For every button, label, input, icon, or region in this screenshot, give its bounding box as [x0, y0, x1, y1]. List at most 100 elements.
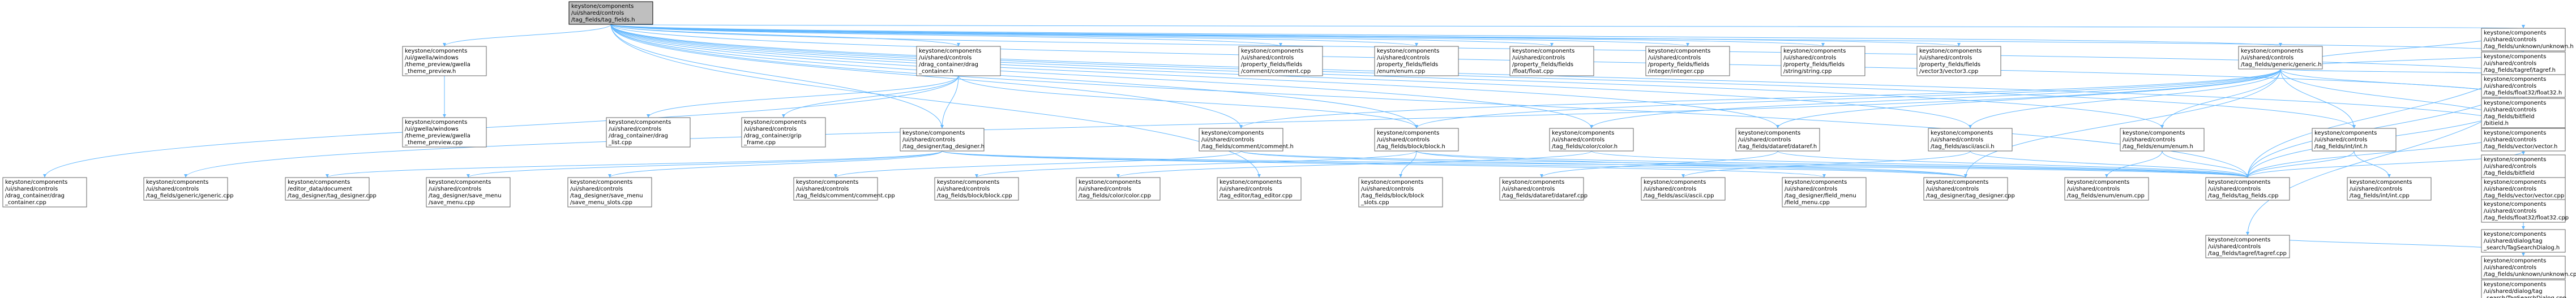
- graph-node-tag-editor-cpp[interactable]: keystone/components/ui/shared/controls/t…: [1217, 177, 1302, 201]
- edge-generic-h-to-tag-designer-cpp: [1965, 68, 2281, 178]
- graph-node-tag-fields-cpp[interactable]: keystone/components/ui/shared/controls/t…: [2205, 177, 2290, 201]
- graph-node-enum-h[interactable]: keystone/components/ui/shared/controls/t…: [2120, 128, 2205, 152]
- graph-node-ascii-cpp[interactable]: keystone/components/ui/shared/controls/t…: [1641, 177, 1726, 201]
- graph-node-enum-cpp-pf[interactable]: keystone/components/ui/shared/controls/p…: [1374, 46, 1459, 76]
- edge-root-to-enum-cpp-pf: [610, 24, 1417, 47]
- edge-root-to-int-h: [610, 24, 2355, 129]
- graph-node-tagref-cpp[interactable]: keystone/components/ui/shared/controls/t…: [2205, 235, 2290, 258]
- graph-node-tag-designer-cpp[interactable]: keystone/components/ui/shared/controls/t…: [1923, 177, 2015, 201]
- node-label-line: /ui/shared/controls: [1738, 137, 1791, 143]
- graph-node-comment-cpp-pf[interactable]: keystone/components/ui/shared/controls/p…: [1238, 46, 1323, 76]
- graph-node-editor-data-cpp[interactable]: keystone/components/editor_data/document…: [285, 177, 376, 201]
- graph-node-integer-cpp-pf[interactable]: keystone/components/ui/shared/controls/p…: [1645, 46, 1730, 76]
- node-label-line: /ui/shared/controls: [2484, 61, 2536, 67]
- edge-arrowhead: [184, 174, 187, 178]
- node-box: [1549, 128, 1634, 152]
- node-label-line: /integer/integer.cpp: [1648, 68, 1704, 75]
- graph-node-save-menu-slots-cpp[interactable]: keystone/components/ui/shared/controls/t…: [567, 177, 652, 208]
- graph-node-vector3-cpp-pf[interactable]: keystone/components/ui/shared/controls/p…: [1916, 46, 2001, 76]
- node-label-line: /tag_designer/tag_designer.cpp: [1926, 193, 2015, 199]
- graph-node-bitfield-h[interactable]: keystone/components/ui/shared/controls/t…: [2481, 98, 2566, 128]
- graph-node-tagref-h[interactable]: keystone/components/ui/shared/controls/t…: [2481, 51, 2566, 75]
- graph-node-tag-search-dialog-cpp[interactable]: keystone/components/ui/shared/dialog/tag…: [2481, 279, 2566, 298]
- node-box: [1916, 46, 2001, 76]
- node-box: [1923, 177, 2008, 201]
- graph-node-field-menu-cpp[interactable]: keystone/components/ui/shared/controls/t…: [1782, 177, 1867, 208]
- edge-root-to-vector-h: [610, 24, 2524, 129]
- node-box: [1238, 46, 1323, 76]
- graph-node-dataref-cpp[interactable]: keystone/components/ui/shared/controls/t…: [1499, 177, 1587, 201]
- node-label-line: /tag_designer/tag_designer.cpp: [288, 193, 376, 199]
- graph-node-ascii-h[interactable]: keystone/components/ui/shared/controls/t…: [1928, 128, 2013, 152]
- graph-node-int-cpp[interactable]: keystone/components/ui/shared/controls/t…: [2347, 177, 2432, 201]
- graph-node-save-menu-cpp[interactable]: keystone/components/ui/shared/controls/t…: [426, 177, 511, 208]
- graph-node-generic-h[interactable]: keystone/components/ui/shared/controls/t…: [2238, 46, 2323, 70]
- edge-generic-h-to-comment-h: [1240, 68, 2281, 129]
- node-box: [1374, 46, 1459, 76]
- node-label-line: keystone/components: [1201, 130, 1264, 136]
- graph-node-generic-cpp[interactable]: keystone/components/ui/shared/controls/t…: [143, 177, 233, 201]
- graph-node-enum-cpp[interactable]: keystone/components/ui/shared/controls/t…: [2064, 177, 2149, 201]
- edge-arrowhead: [1681, 174, 1685, 178]
- node-label-line: _theme_preview.cpp: [404, 140, 463, 146]
- node-box: [1928, 128, 2013, 152]
- graph-node-color-h[interactable]: keystone/components/ui/shared/controls/t…: [1549, 128, 1634, 152]
- graph-node-block-slots-cpp[interactable]: keystone/components/ui/shared/controls/t…: [1358, 177, 1443, 208]
- node-label-line: _container.cpp: [5, 200, 46, 206]
- graph-node-drag-container-cpp[interactable]: keystone/components/ui/shared/controls/d…: [2, 177, 87, 208]
- graph-node-float32-cpp[interactable]: keystone/components/ui/shared/controls/t…: [2481, 199, 2569, 223]
- graph-node-block-h[interactable]: keystone/components/ui/shared/controls/t…: [1374, 128, 1459, 152]
- graph-node-drag-container-h[interactable]: keystone/components/ui/shared/controls/d…: [916, 46, 1001, 76]
- graph-node-tag-designer-h[interactable]: keystone/components/ui/shared/controls/t…: [900, 128, 985, 152]
- node-label-line: /save_menu.cpp: [429, 200, 475, 206]
- node-box: [2481, 28, 2566, 51]
- node-box: [402, 46, 487, 76]
- graph-node-comment-cpp[interactable]: keystone/components/ui/shared/controls/t…: [793, 177, 895, 201]
- graph-node-tag-search-dialog-h[interactable]: keystone/components/ui/shared/dialog/tag…: [2481, 229, 2566, 253]
- node-label-line: /tag_fields/dataref/dataref.cpp: [1502, 193, 1587, 199]
- graph-node-dataref-h[interactable]: keystone/components/ui/shared/controls/t…: [1735, 128, 1820, 152]
- node-box: [606, 117, 691, 148]
- node-label-line: /tag_fields/block/block: [1361, 193, 1424, 199]
- node-box: [1076, 177, 1161, 201]
- node-label-line: keystone/components: [2484, 130, 2546, 136]
- graph-node-theme-preview-cpp[interactable]: keystone/components/ui/gwella/windows/th…: [402, 117, 487, 148]
- graph-node-vector-cpp[interactable]: keystone/components/ui/shared/controls/t…: [2481, 177, 2566, 201]
- node-label-line: /ui/shared/controls: [2067, 186, 2120, 192]
- graph-node-color-cpp[interactable]: keystone/components/ui/shared/controls/t…: [1076, 177, 1161, 201]
- node-label-line: /ui/shared/controls: [1919, 55, 1972, 61]
- edge-arrowhead: [1116, 174, 1120, 178]
- node-label-line: /theme_preview/gwella: [405, 62, 470, 68]
- node-label-line: keystone/components: [1785, 179, 1847, 185]
- edge-root-to-comment-h: [610, 24, 1242, 129]
- node-box: [2120, 128, 2205, 152]
- node-box: [1735, 128, 1820, 152]
- graph-node-drag-frame-cpp[interactable]: keystone/components/ui/shared/controls/d…: [741, 117, 826, 148]
- graph-node-root[interactable]: keystone/components/ui/shared/controls/t…: [568, 1, 653, 25]
- node-label-line: keystone/components: [570, 179, 632, 185]
- node-label-line: keystone/components: [2067, 179, 2129, 185]
- graph-node-vector-h[interactable]: keystone/components/ui/shared/controls/t…: [2481, 128, 2566, 152]
- node-label-line: /tag_fields/bitfield: [2484, 170, 2535, 176]
- graph-node-block-cpp[interactable]: keystone/components/ui/shared/controls/t…: [934, 177, 1019, 201]
- edge-drag-container-h-to-drag-list-cpp: [648, 75, 959, 118]
- graph-node-int-h[interactable]: keystone/components/ui/shared/controls/t…: [2312, 128, 2397, 152]
- edge-drag-container-h-to-drag-frame-cpp: [783, 75, 959, 118]
- node-box: [2481, 98, 2566, 128]
- edge-arrowhead: [2105, 174, 2108, 178]
- edge-arrowhead: [782, 114, 785, 118]
- graph-node-float-cpp-pf[interactable]: keystone/components/ui/shared/controls/p…: [1509, 46, 1594, 76]
- graph-node-string-cpp-pf[interactable]: keystone/components/ui/shared/controls/p…: [1781, 46, 1865, 76]
- node-label-line: /bitield.h: [2484, 120, 2509, 127]
- edge-color-h-to-color-cpp: [1118, 150, 1592, 178]
- graph-node-float32-h[interactable]: keystone/components/ui/shared/controls/t…: [2481, 74, 2566, 98]
- graph-node-drag-list-cpp[interactable]: keystone/components/ui/shared/controls/d…: [606, 117, 691, 148]
- edge-root-to-tagref-h: [610, 24, 2524, 53]
- graph-node-theme-preview-h[interactable]: keystone/components/ui/gwella/windows/th…: [402, 46, 487, 76]
- graph-node-unknown-h[interactable]: keystone/components/ui/shared/controls/t…: [2481, 28, 2574, 51]
- graph-node-comment-h[interactable]: keystone/components/ui/shared/controls/t…: [1199, 128, 1294, 152]
- edge-generic-h-to-ascii-h: [1970, 68, 2281, 129]
- graph-node-unknown-cpp[interactable]: keystone/components/ui/shared/controls/t…: [2481, 256, 2576, 279]
- node-label-line: keystone/components: [2484, 201, 2546, 208]
- edge-arrowhead: [2246, 174, 2249, 178]
